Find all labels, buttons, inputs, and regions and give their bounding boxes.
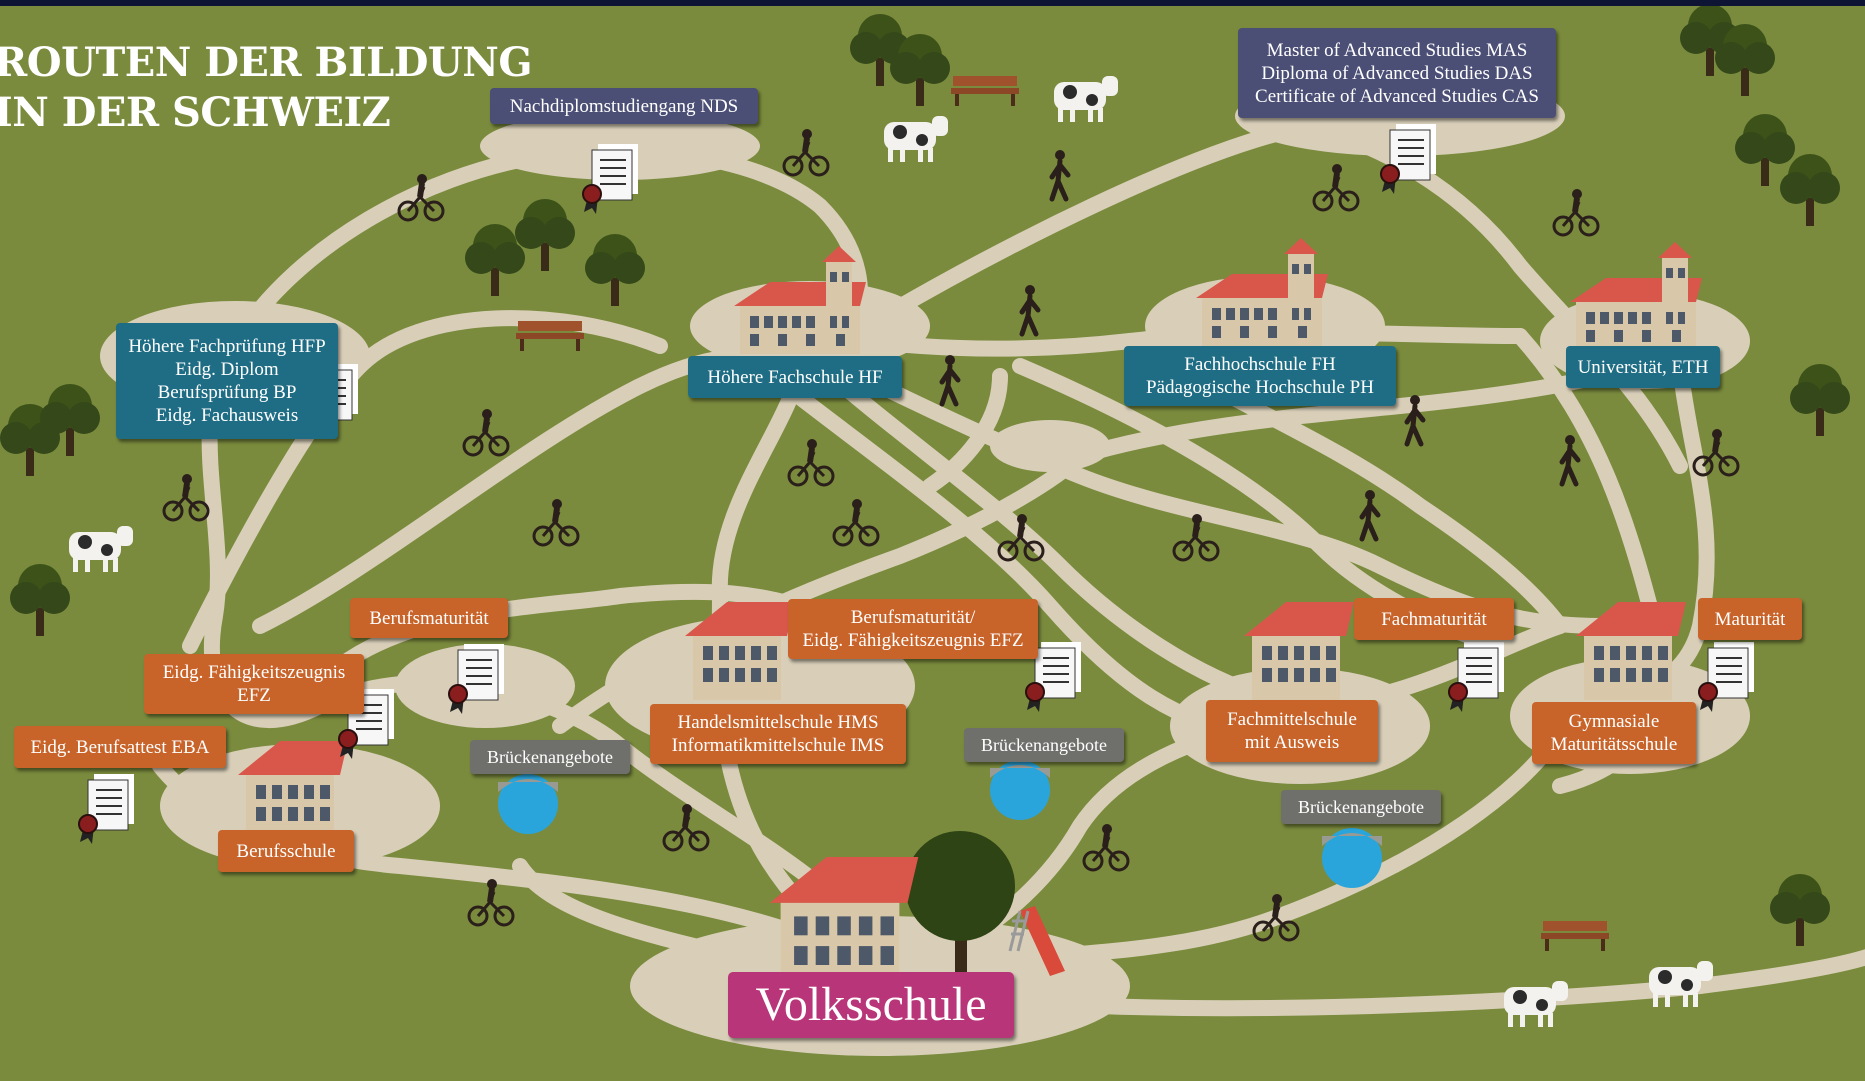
label-gymnasium: Gymnasiale Maturitätsschule — [1532, 702, 1696, 764]
label-fh-ph: Fachhochschule FH Pädagogische Hochschul… — [1124, 346, 1396, 406]
title-line-1: ROUTEN DER BILDUNG — [0, 39, 533, 86]
label-eidg-diplom: Eidg. Diplom — [175, 359, 279, 380]
label-ims: Informatikmittelschule IMS — [671, 735, 885, 756]
label-gym-line-1: Gymnasiale — [1568, 711, 1660, 732]
label-brueckenangebote-1: Brückenangebote — [470, 740, 630, 774]
label-efz: Eidg. Fähigkeitszeugnis EFZ — [144, 654, 364, 714]
label-bm-efz-line-1: Berufsmaturität/ — [850, 607, 976, 628]
label-efz-line-1: Eidg. Fähigkeitszeugnis — [162, 662, 346, 683]
bridge-icon — [498, 760, 1382, 888]
label-berufsmaturitaet: Berufsmaturität — [350, 598, 508, 638]
label-maturitaet: Maturität — [1698, 598, 1802, 640]
label-hms: Handelsmittelschule HMS — [677, 712, 879, 733]
label-cas: Certificate of Advanced Studies CAS — [1255, 85, 1539, 107]
slide-icon — [1008, 906, 1065, 976]
page-title: ROUTEN DER BILDUNG IN DER SCHWEIZ — [0, 38, 533, 138]
label-fms-line-1: Fachmittelschule — [1227, 709, 1357, 730]
label-bm-efz-line-2: Eidg. Fähigkeitszeugnis EFZ — [802, 630, 1024, 651]
certificate-icon — [78, 123, 1755, 845]
label-fms-line-2: mit Ausweis — [1244, 732, 1340, 753]
label-volksschule: Volksschule — [728, 972, 1014, 1038]
label-ph: Pädagogische Hochschule PH — [1146, 377, 1374, 398]
label-hms-ims: Handelsmittelschule HMS Informatikmittel… — [650, 704, 906, 764]
big-tree-icon — [905, 831, 1015, 976]
label-das: Diploma of Advanced Studies DAS — [1261, 62, 1533, 84]
scenery — [0, 6, 1850, 1027]
label-eidg-fachausweis: Eidg. Fachausweis — [155, 405, 299, 426]
label-fachmittelschule: Fachmittelschule mit Ausweis — [1206, 700, 1378, 762]
certificates — [78, 123, 1755, 845]
label-universitaet: Universität, ETH — [1566, 346, 1720, 388]
label-bp: Berufsprüfung BP — [157, 382, 297, 403]
label-nds: Nachdiplomstudiengang NDS — [490, 88, 758, 124]
label-mas-das-cas: Master of Advanced Studies MAS Diploma o… — [1238, 28, 1556, 118]
label-gym-line-2: Maturitätsschule — [1550, 734, 1678, 755]
title-line-2: IN DER SCHWEIZ — [0, 89, 391, 136]
label-efz-line-2: EFZ — [237, 685, 271, 706]
label-brueckenangebote-3: Brückenangebote — [1281, 790, 1441, 824]
label-mas: Master of Advanced Studies MAS — [1266, 39, 1528, 61]
label-hfp-bp: Höhere Fachprüfung HFP Eidg. Diplom Beru… — [116, 323, 338, 439]
education-map: ROUTEN DER BILDUNG IN DER SCHWEIZ Nachdi… — [0, 6, 1865, 1081]
label-brueckenangebote-2: Brückenangebote — [964, 728, 1124, 762]
label-fachmaturitaet: Fachmaturität — [1354, 598, 1514, 640]
label-berufsschule: Berufsschule — [218, 830, 354, 872]
label-berufsattest: Eidg. Berufsattest EBA — [14, 726, 226, 768]
label-fh: Fachhochschule FH — [1184, 354, 1336, 375]
label-hfp: Höhere Fachprüfung HFP — [128, 336, 326, 357]
label-hoehere-fachschule: Höhere Fachschule HF — [688, 356, 902, 398]
label-bm-efz: Berufsmaturität/ Eidg. Fähigkeitszeugnis… — [788, 599, 1038, 659]
